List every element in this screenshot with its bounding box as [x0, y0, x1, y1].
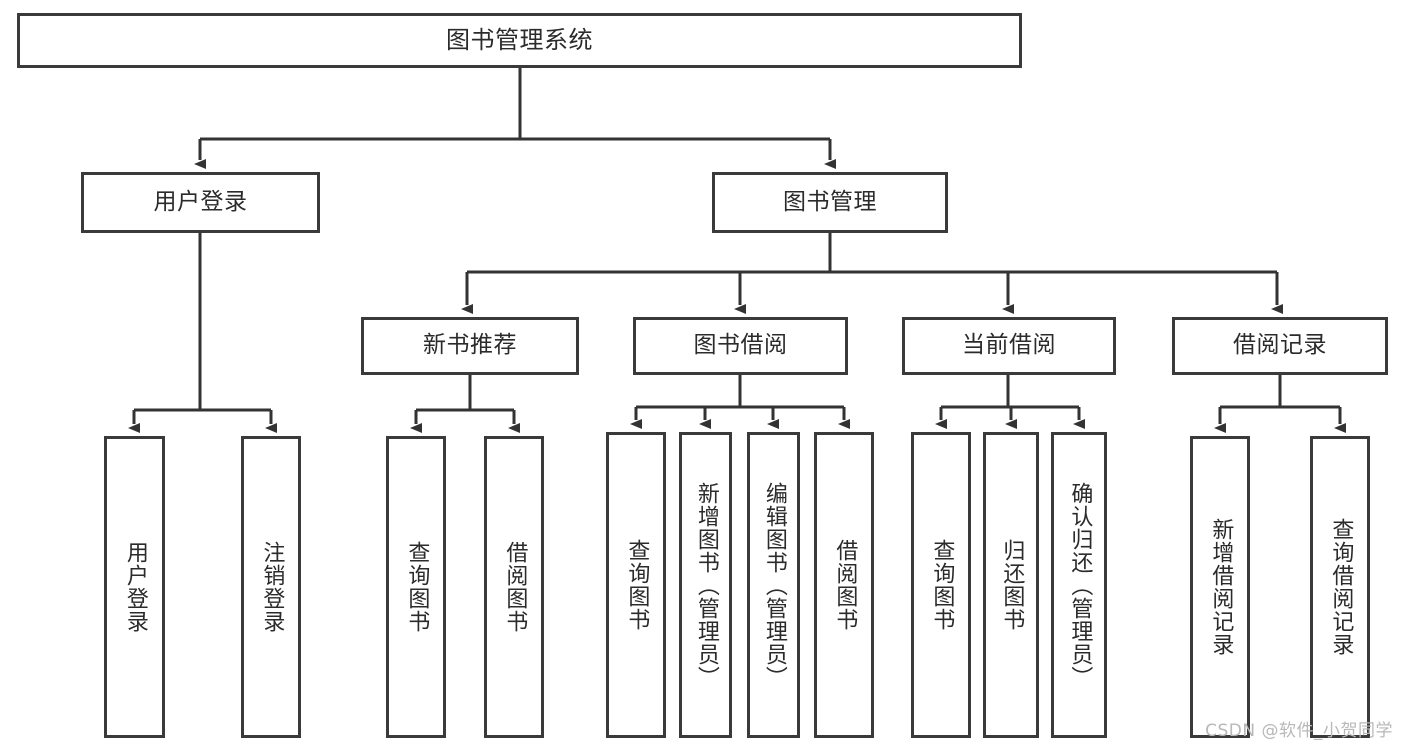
node-borrow-record-label: 借阅记录	[1233, 332, 1327, 359]
leaf-label: 用户登录	[122, 541, 148, 633]
node-root[interactable]: 图书管理系统	[17, 13, 1022, 68]
node-leaf-query-book-borrow[interactable]: 查询图书	[606, 432, 666, 738]
leaf-label: 查询图书	[929, 539, 955, 631]
node-new-book-recommend[interactable]: 新书推荐	[361, 317, 579, 375]
node-book-management[interactable]: 图书管理	[712, 172, 948, 233]
node-current-borrow[interactable]: 当前借阅	[902, 317, 1116, 375]
node-leaf-return-book[interactable]: 归还图书	[983, 432, 1039, 738]
node-root-label: 图书管理系统	[446, 26, 593, 55]
leaf-label: 借阅图书	[832, 539, 858, 631]
leaf-label: 归还图书	[999, 539, 1025, 631]
node-leaf-query-book-current[interactable]: 查询图书	[911, 432, 971, 738]
leaf-label: 确认归还（管理员）	[1067, 481, 1093, 689]
node-new-book-recommend-label: 新书推荐	[423, 332, 517, 359]
node-borrow-record[interactable]: 借阅记录	[1172, 317, 1388, 375]
node-user-login[interactable]: 用户登录	[81, 172, 320, 233]
node-book-borrow-label: 图书借阅	[693, 332, 788, 359]
leaf-label: 新增图书（管理员）	[693, 481, 719, 689]
node-leaf-edit-book[interactable]: 编辑图书（管理员）	[747, 432, 800, 738]
node-leaf-user-login[interactable]: 用户登录	[104, 436, 165, 738]
leaf-label: 注销登录	[259, 541, 285, 633]
leaf-label: 借阅图书	[502, 541, 528, 633]
leaf-label: 查询图书	[404, 541, 430, 633]
node-current-borrow-label: 当前借阅	[962, 332, 1056, 359]
node-leaf-query-book-new[interactable]: 查询图书	[386, 436, 446, 738]
node-book-management-label: 图书管理	[783, 188, 877, 215]
leaf-label: 编辑图书（管理员）	[761, 481, 787, 689]
leaf-label: 查询图书	[624, 539, 650, 631]
node-leaf-query-record[interactable]: 查询借阅记录	[1310, 436, 1370, 738]
node-book-borrow[interactable]: 图书借阅	[633, 317, 848, 375]
node-user-login-label: 用户登录	[153, 188, 248, 215]
node-leaf-borrow-book[interactable]: 借阅图书	[814, 432, 874, 738]
node-leaf-confirm-return[interactable]: 确认归还（管理员）	[1051, 432, 1107, 738]
node-leaf-logout[interactable]: 注销登录	[241, 436, 301, 738]
node-leaf-add-record[interactable]: 新增借阅记录	[1190, 436, 1250, 738]
leaf-label: 查询借阅记录	[1328, 518, 1354, 656]
node-leaf-borrow-book-new[interactable]: 借阅图书	[484, 436, 544, 738]
leaf-label: 新增借阅记录	[1208, 518, 1234, 656]
node-leaf-add-book[interactable]: 新增图书（管理员）	[679, 432, 732, 738]
